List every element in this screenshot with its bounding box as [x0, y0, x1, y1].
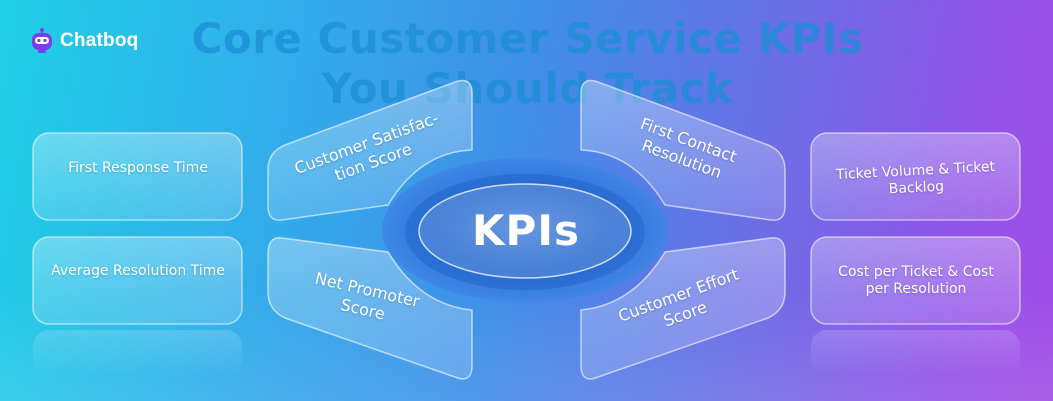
robot-icon	[32, 28, 52, 53]
center-ellipse	[418, 183, 632, 279]
brand-logo: Chatboq	[30, 28, 138, 54]
page-title: Core Customer Service KPIs You Should Tr…	[150, 14, 905, 114]
kpi-card-cost-per-ticket	[810, 236, 1021, 325]
kpi-cost-per-ticket-label: Cost per Ticket & Cost per Resolution	[838, 264, 994, 297]
kpi-first-response-label: First Response Time	[68, 160, 208, 176]
kpi-card-average-resolution	[32, 236, 243, 325]
title-line-1: Core Customer Service KPIs	[191, 14, 864, 63]
kpi-card-first-response	[32, 132, 243, 221]
kpi-card-nps	[267, 237, 473, 380]
kpi-card-ticket-volume	[810, 132, 1021, 221]
brand-name: Chatboq	[60, 30, 139, 51]
reflection-right-outer	[811, 330, 1020, 375]
kpi-card-csat	[267, 79, 473, 221]
kpi-card-ces	[580, 237, 786, 380]
kpi-average-resolution-label: Average Resolution Time	[51, 263, 225, 279]
center-label: KPIs	[472, 205, 580, 255]
title-line-2: You Should Track	[321, 64, 734, 113]
reflection-left-outer	[33, 330, 242, 375]
kpi-card-first-contact	[580, 79, 786, 221]
